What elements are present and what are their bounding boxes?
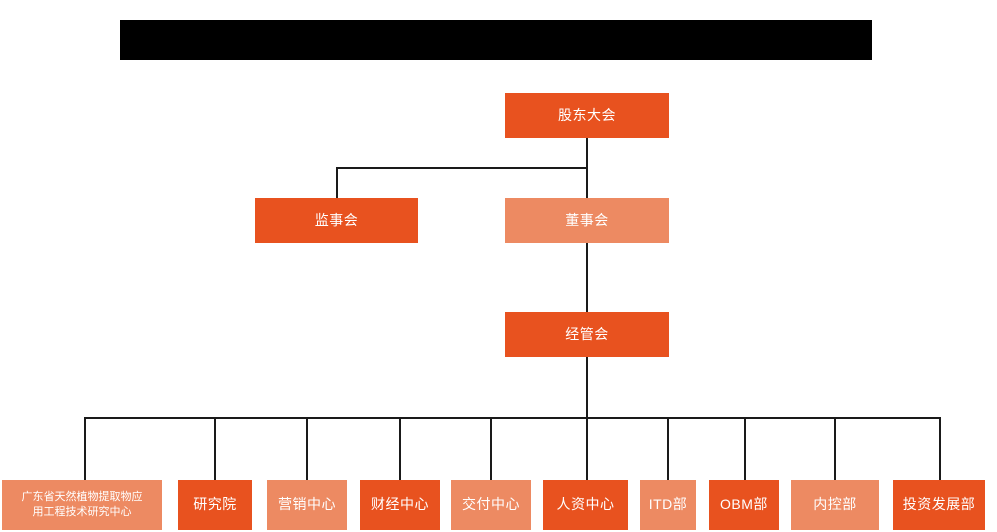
node-label-investment-development-department: 投资发展部 — [902, 496, 976, 513]
redacted-title-bar — [120, 20, 872, 60]
node-label-marketing-center: 营销中心 — [278, 496, 336, 513]
node-delivery-center[interactable]: 交付中心 — [451, 480, 531, 530]
connector-bus-departments — [84, 417, 941, 419]
node-itd-department[interactable]: ITD部 — [640, 480, 696, 530]
connector-drop-supervisors — [336, 167, 338, 198]
node-label-itd-department: ITD部 — [648, 496, 688, 513]
node-label-board-of-supervisors: 监事会 — [314, 211, 359, 228]
node-finance-center[interactable]: 财经中心 — [360, 480, 440, 530]
connector-shareholders-to-directors — [586, 138, 588, 198]
connector-management-to-departments — [586, 357, 588, 418]
connector-drop-guangdong-research-center — [84, 417, 86, 480]
connector-drop-itd-department — [667, 417, 669, 480]
connector-bus-level2 — [336, 167, 587, 169]
node-board-of-supervisors[interactable]: 监事会 — [255, 198, 418, 243]
node-label-shareholders-meeting: 股东大会 — [558, 106, 616, 123]
node-label-hr-center: 人资中心 — [556, 496, 615, 513]
node-label-board-of-directors: 董事会 — [565, 211, 609, 228]
node-guangdong-research-center[interactable]: 广东省天然植物提取物应 用工程技术研究中心 — [2, 480, 162, 530]
node-obm-department[interactable]: OBM部 — [709, 480, 779, 530]
node-label-obm-department: OBM部 — [720, 496, 768, 513]
connector-drop-obm-department — [744, 417, 746, 480]
node-label-management-committee: 经管会 — [565, 325, 609, 342]
node-shareholders-meeting[interactable]: 股东大会 — [505, 93, 669, 138]
node-label-finance-center: 财经中心 — [371, 496, 429, 513]
connector-drop-delivery-center — [490, 417, 492, 480]
node-label-internal-control-department: 内控部 — [813, 496, 857, 513]
connector-drop-marketing-center — [306, 417, 308, 480]
node-research-institute[interactable]: 研究院 — [178, 480, 252, 530]
node-label-guangdong-research-center: 广东省天然植物提取物应 用工程技术研究中心 — [21, 491, 143, 518]
node-internal-control-department[interactable]: 内控部 — [791, 480, 879, 530]
node-board-of-directors[interactable]: 董事会 — [505, 198, 669, 243]
node-label-delivery-center: 交付中心 — [462, 496, 520, 513]
node-label-research-institute: 研究院 — [193, 496, 237, 513]
node-investment-development-department[interactable]: 投资发展部 — [893, 480, 985, 530]
connector-drop-finance-center — [399, 417, 401, 480]
node-management-committee[interactable]: 经管会 — [505, 312, 669, 357]
connector-drop-internal-control-department — [834, 417, 836, 480]
connector-drop-hr-center — [586, 417, 588, 480]
node-hr-center[interactable]: 人资中心 — [543, 480, 628, 530]
node-marketing-center[interactable]: 营销中心 — [267, 480, 347, 530]
connector-directors-to-management — [586, 243, 588, 313]
connector-drop-research-institute — [214, 417, 216, 480]
connector-drop-investment-development-department — [939, 417, 941, 480]
